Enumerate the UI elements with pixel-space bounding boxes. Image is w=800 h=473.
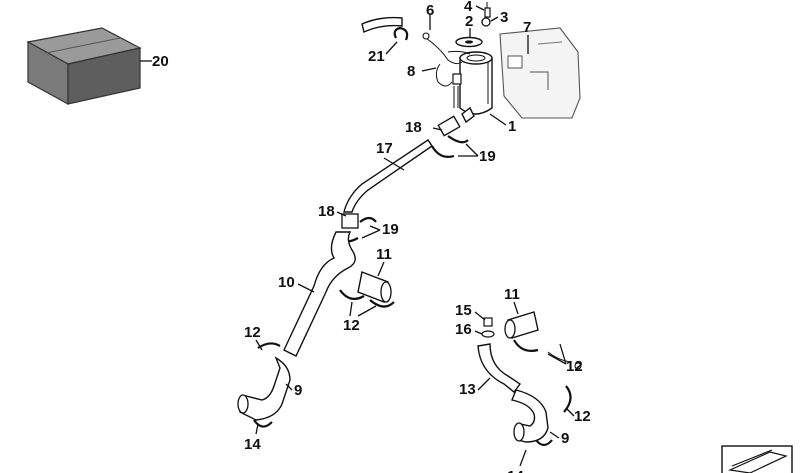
clamp-13-left-a [339,289,365,301]
clamp-21 [393,26,409,41]
callout-10: 10 [278,274,295,291]
elbow-9-right [511,389,549,443]
clamp-19-upper-b [447,135,469,144]
hose-12 [477,343,522,393]
elbow-9-left [237,356,291,421]
callout-13-left-b: 12 [244,324,261,341]
callout-13-right-b: 12 [574,408,591,425]
callout-7: 7 [523,19,531,36]
callout-4: 4 [464,0,473,15]
callout-11-left: 11 [376,246,392,263]
callout-2: 2 [465,13,473,30]
callout-15: 15 [455,302,472,319]
callout-19-lower: 19 [382,221,399,238]
callout-11-right: 11 [504,286,520,303]
callout-18-upper: 18 [405,119,422,136]
callout-20: 20 [152,53,169,70]
callout-3: 3 [500,9,508,26]
bolt-15 [483,317,493,327]
callout-9-left: 9 [294,382,302,399]
callout-14-right: 14 [507,468,524,473]
clamp-13-right-a [513,339,539,352]
part-11-right [504,311,539,339]
callout-17: 17 [376,140,393,157]
callout-1: 1 [508,118,516,135]
parts-box-icon [26,27,142,106]
connector-18-lower [341,213,359,229]
drain-line-8 [435,63,453,87]
reservoir-cap [455,2,491,48]
connector-18-upper [437,106,475,137]
callout-14-left: 14 [244,436,261,453]
callout-19-upper: 19 [479,148,496,165]
callout-13-right-a: 12 [566,358,583,375]
hose-17 [343,139,433,213]
callout-9-right: 9 [561,430,569,447]
vent-line [425,37,463,65]
callout-12: 13 [459,381,476,398]
page-corner-icon [721,445,793,473]
callout-6: 6 [426,2,434,19]
clamp-13-left-c [257,342,281,349]
callout-13-left-a: 12 [343,317,360,334]
clamp-19-lower-b [359,216,377,223]
clamp-9-right [535,439,553,447]
reservoir-bracket [499,27,581,119]
hose-10 [283,231,356,357]
reservoir [452,51,493,115]
washer-16 [481,330,495,338]
callout-21: 21 [368,48,385,65]
callout-18-lower: 18 [318,203,335,220]
clamp-13-left-b [369,299,395,308]
callout-8: 8 [407,63,415,80]
clamp-19-upper-a [431,145,455,158]
clamp-13-right-b [563,385,572,413]
clamp-14-left [253,419,273,428]
part-11-left [357,271,392,303]
callout-16: 16 [455,321,472,338]
vent-hose [361,16,403,33]
